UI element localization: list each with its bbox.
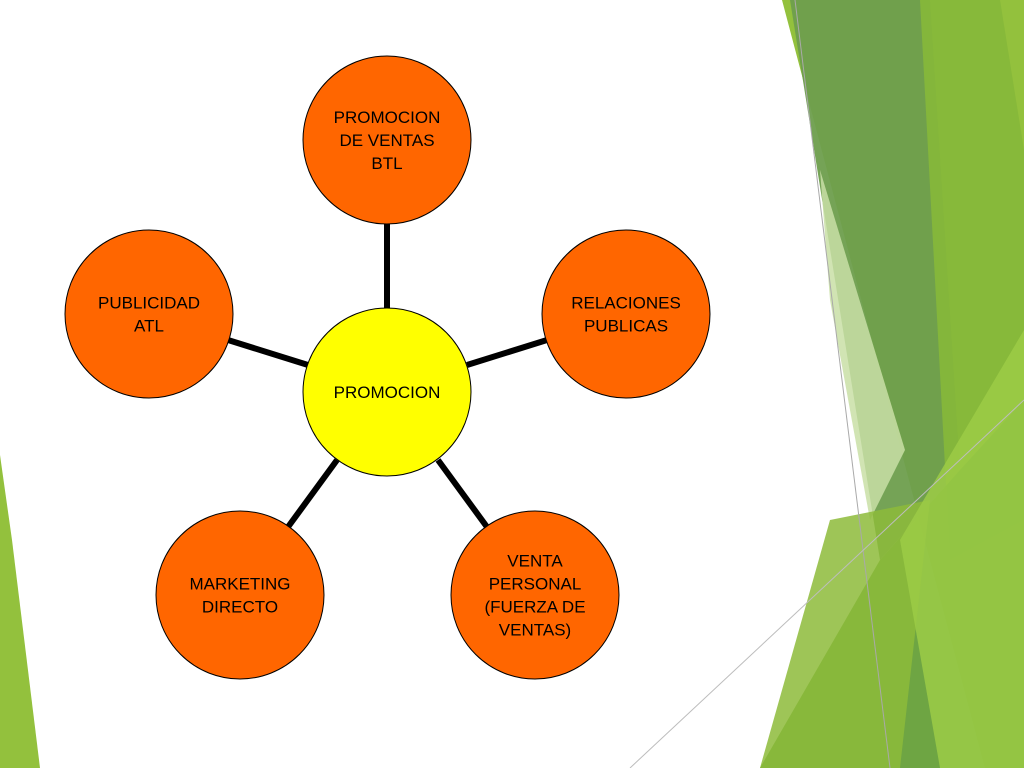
facet-thin-line-1	[794, 0, 891, 768]
node-label-line: MARKETING	[189, 575, 290, 594]
connector-bottom-left	[285, 458, 340, 529]
node-label-relaciones-publicas: RELACIONES PUBLICAS	[571, 294, 681, 336]
center-circle	[302, 307, 472, 477]
node-label-line: PUBLICIDAD	[98, 294, 200, 313]
node-label-line: PROMOCION	[334, 108, 441, 127]
node-marketing-directo: MARKETING DIRECTO	[155, 510, 325, 680]
node-label-line: PUBLICAS	[584, 317, 668, 336]
node-circle-promocion-ventas-btl	[302, 55, 472, 225]
node-label-line: RELACIONES	[571, 294, 681, 313]
node-venta-personal: VENTA PERSONAL (FUERZA DE VENTAS)	[450, 510, 620, 680]
node-label-venta-personal: VENTA PERSONAL (FUERZA DE VENTAS)	[484, 552, 585, 640]
decorative-green-left	[0, 455, 40, 768]
facet-dark-upper	[790, 0, 960, 560]
node-label-line: VENTAS)	[499, 621, 571, 640]
node-label-line: DIRECTO	[202, 598, 278, 617]
node-label-promocion-ventas-btl: PROMOCION DE VENTAS BTL	[334, 108, 441, 173]
facet-pale-inner	[820, 170, 905, 520]
node-circle-relaciones-publicas	[541, 229, 711, 399]
connector-right	[466, 337, 548, 368]
node-circle-publicidad-atl	[64, 229, 234, 399]
connector-bottom-right	[435, 458, 490, 529]
node-label-line: ATL	[134, 317, 164, 336]
node-label-line: DE VENTAS	[339, 131, 434, 150]
node-publicidad-atl: PUBLICIDAD ATL	[64, 229, 234, 399]
decorative-green-facets	[629, 0, 1024, 768]
facet-thin-line-2	[629, 399, 1024, 768]
node-label-line: PERSONAL	[489, 575, 582, 594]
node-label-line: BTL	[371, 154, 402, 173]
node-relaciones-publicas: RELACIONES PUBLICAS	[541, 229, 711, 399]
node-label-line: VENTA	[507, 552, 563, 571]
node-label-publicidad-atl: PUBLICIDAD ATL	[98, 294, 200, 336]
node-promocion-ventas-btl: PROMOCION DE VENTAS BTL	[302, 55, 472, 225]
node-center-promocion: PROMOCION	[302, 307, 472, 477]
facet-lower-right	[900, 330, 1024, 768]
diagram-connectors	[227, 224, 548, 529]
facet-lower-left	[760, 500, 930, 768]
node-circle-venta-personal	[450, 510, 620, 680]
connector-left	[227, 337, 309, 368]
node-label-line: (FUERZA DE	[484, 598, 585, 617]
node-circle-marketing-directo	[155, 510, 325, 680]
center-label: PROMOCION	[334, 383, 441, 402]
node-label-marketing-directo: MARKETING DIRECTO	[189, 575, 290, 617]
